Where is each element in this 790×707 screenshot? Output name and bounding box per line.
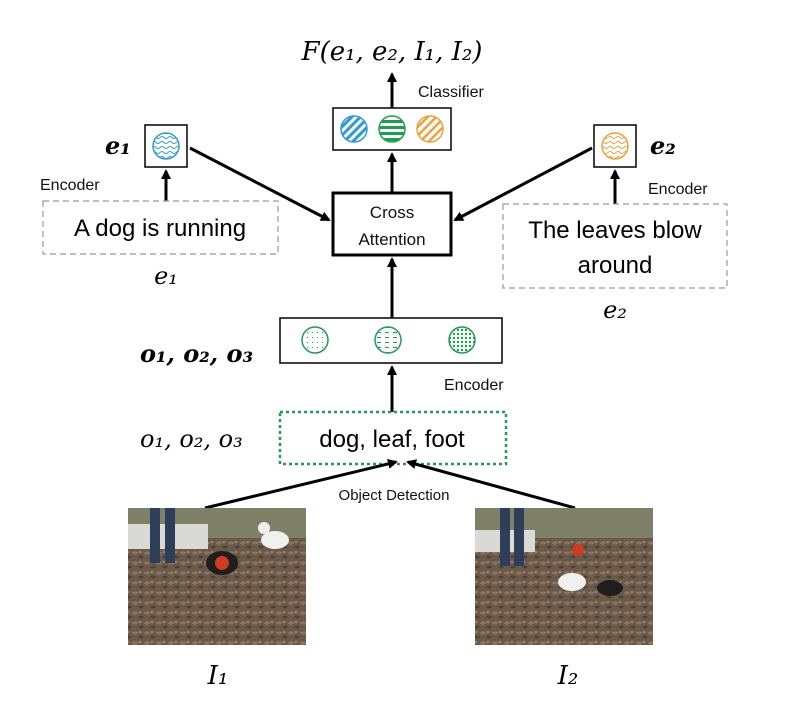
- right-text-line1: The leaves blow: [528, 217, 702, 244]
- object-embedding-label: o₁, o₂, o₃: [140, 339, 253, 368]
- object-text: dog, leaf, foot: [319, 426, 465, 453]
- classifier-circle-blue: [340, 115, 368, 143]
- left-embedding-circle: [152, 132, 180, 160]
- cross-attention-line1: Cross: [370, 203, 414, 222]
- detection-label: Object Detection: [339, 487, 450, 504]
- cross-attention-line2: Attention: [358, 230, 425, 249]
- right-embedding-label: e₂: [650, 131, 676, 160]
- arrow-left-to-attention: [189, 146, 331, 222]
- right-text-line2: around: [578, 252, 653, 279]
- object-circle-dense: [448, 326, 476, 354]
- right-text-symbol: e₂: [603, 296, 627, 324]
- image-1-label: I₁: [207, 661, 229, 691]
- classifier-circle-green: [378, 115, 406, 143]
- object-text-symbol: o₁, o₂, o₃: [140, 425, 243, 453]
- right-embedding-circle: [601, 132, 629, 160]
- image-2-label: I₂: [557, 661, 579, 691]
- left-text-symbol: e₁: [154, 262, 178, 290]
- left-encoder-label: Encoder: [40, 177, 100, 194]
- classifier-circle-orange: [416, 115, 444, 143]
- arrow-right-to-attention: [453, 146, 593, 222]
- output-label: F(e₁, e₂, I₁, I₂): [301, 37, 483, 67]
- classifier-label: Classifier: [418, 84, 484, 101]
- object-text-box: [278, 410, 508, 466]
- object-circle-dashed: [374, 326, 402, 354]
- right-text-box: [502, 203, 728, 289]
- right-embedding-box: [593, 124, 637, 168]
- right-encoder-label: Encoder: [648, 181, 708, 198]
- left-text: A dog is running: [74, 215, 246, 242]
- image-1: [128, 508, 306, 645]
- arrow-image1-to-detection: [204, 459, 398, 510]
- object-circle-sparse: [301, 326, 329, 354]
- left-embedding-label: e₁: [105, 131, 131, 160]
- object-encoder-label: Encoder: [444, 377, 504, 394]
- left-text-box: [42, 200, 279, 255]
- image-2: [475, 508, 653, 645]
- cross-attention-box: [331, 191, 453, 257]
- arrow-image2-to-detection: [406, 459, 576, 510]
